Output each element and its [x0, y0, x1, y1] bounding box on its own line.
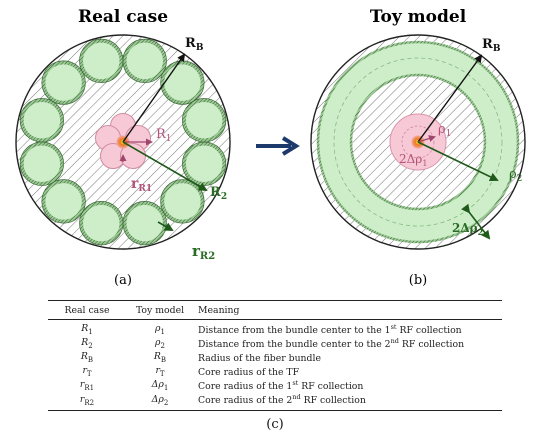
panel-a-title: Real case — [78, 7, 168, 27]
header-real-case: Real case — [48, 300, 126, 320]
rr2-arrow — [157, 221, 174, 231]
header-toy-model: Toy model — [126, 300, 194, 320]
label-rb-a: RB — [185, 36, 204, 53]
second-rf-fibers — [19, 38, 227, 246]
rb-arrow-b — [417, 54, 483, 143]
rf2-fiber-edge — [160, 179, 205, 224]
rf2-fiber-edge — [19, 98, 64, 143]
label-rr2: rR2 — [192, 242, 215, 262]
rf2-fiber — [182, 141, 226, 186]
rf2-fiber-edge — [122, 38, 167, 83]
rf2-fiber-edge — [79, 201, 124, 246]
label-rb-b: RB — [482, 37, 501, 54]
rho1-arrow — [417, 135, 436, 143]
rf2-fiber — [41, 179, 86, 224]
label-rr1: rR1 — [131, 176, 152, 194]
label-rho1: ρ1 — [438, 122, 451, 139]
rf2-annulus — [318, 42, 518, 242]
rf2-fiber-edge — [41, 179, 86, 224]
cell-real-case: rR1 — [79, 379, 95, 393]
cell-toy-model: Δρ2 — [126, 392, 194, 411]
rf2-fiber — [122, 39, 167, 83]
panel-c-caption: (c) — [266, 417, 284, 432]
cell-real-case: rT — [82, 365, 92, 379]
rf2-fiber — [160, 179, 205, 224]
panel-a-caption: (a) — [114, 273, 132, 288]
cell-real-case: RB — [80, 351, 94, 365]
label-rho2: ρ2 — [509, 167, 522, 184]
rf2-fiber-edge — [41, 60, 86, 105]
rf2-fiber — [20, 141, 64, 186]
cell-real-case: rR2 — [48, 392, 126, 411]
cell-meaning: Distance from the bundle center to the 2… — [198, 337, 465, 351]
table-row: rT rT Core radius of the TF — [48, 365, 502, 379]
rf2-fiber — [160, 60, 205, 105]
rho2-arrow — [417, 141, 499, 182]
table-header-row: Real case Toy model Meaning — [48, 300, 502, 320]
transform-arrow — [256, 136, 300, 156]
real-case-bundle: RB R1 rR1 R2 rR2 — [15, 34, 231, 262]
cell-real-case: R1 — [81, 323, 93, 336]
cell-meaning: Core radius of the 1st RF collection — [198, 379, 364, 393]
header-meaning: Meaning — [194, 300, 502, 320]
cell-meaning: Distance from the bundle center to the 1… — [198, 323, 462, 337]
rf2-fiber — [182, 98, 226, 143]
rb-arrow-a — [122, 53, 186, 143]
toy-model-bundle: RB ρ1 2Δρ1 ρ2 2Δρ2 — [310, 34, 526, 250]
label-r2: R2 — [210, 185, 227, 202]
cell-toy-model: ρ1 — [155, 323, 165, 336]
cell-real-case: R2 — [81, 337, 93, 351]
label-drho1: 2Δρ1 — [399, 152, 427, 168]
cell-meaning: Radius of the fiber bundle — [198, 353, 321, 365]
cell-toy-model: ρ2 — [155, 337, 165, 351]
cell-toy-model: RB — [153, 351, 167, 365]
label-drho2: 2Δρ2 — [452, 221, 483, 237]
panel-b-title: Toy model — [370, 7, 467, 27]
table-row: R1 ρ1 Distance from the bundle center to t… — [48, 320, 502, 337]
cell-meaning: Core radius of the TF — [198, 367, 300, 379]
cell-toy-model: Δρ1 — [151, 379, 169, 393]
rf2-fiber — [79, 39, 124, 83]
r2-arrow — [122, 141, 208, 192]
rf2-fiber — [20, 98, 64, 143]
drho2-arrow — [461, 203, 491, 240]
table-row: R2 ρ2 Distance from the bundle center to t… — [48, 337, 502, 351]
table-row: rR1 Δρ1 Core radius of the 1st RF collecti… — [48, 379, 502, 393]
panel-b-caption: (b) — [409, 273, 427, 288]
rf2-fiber-edge — [182, 98, 227, 143]
cell-meaning: Core radius of the 2nd RF collection — [194, 392, 502, 411]
label-r1: R1 — [156, 127, 172, 144]
rf2-fiber — [79, 201, 124, 245]
table-row: RB RB Radius of the fiber bundle — [48, 351, 502, 365]
rf2-fiber — [41, 60, 86, 105]
cell-toy-model: rT — [155, 365, 165, 379]
